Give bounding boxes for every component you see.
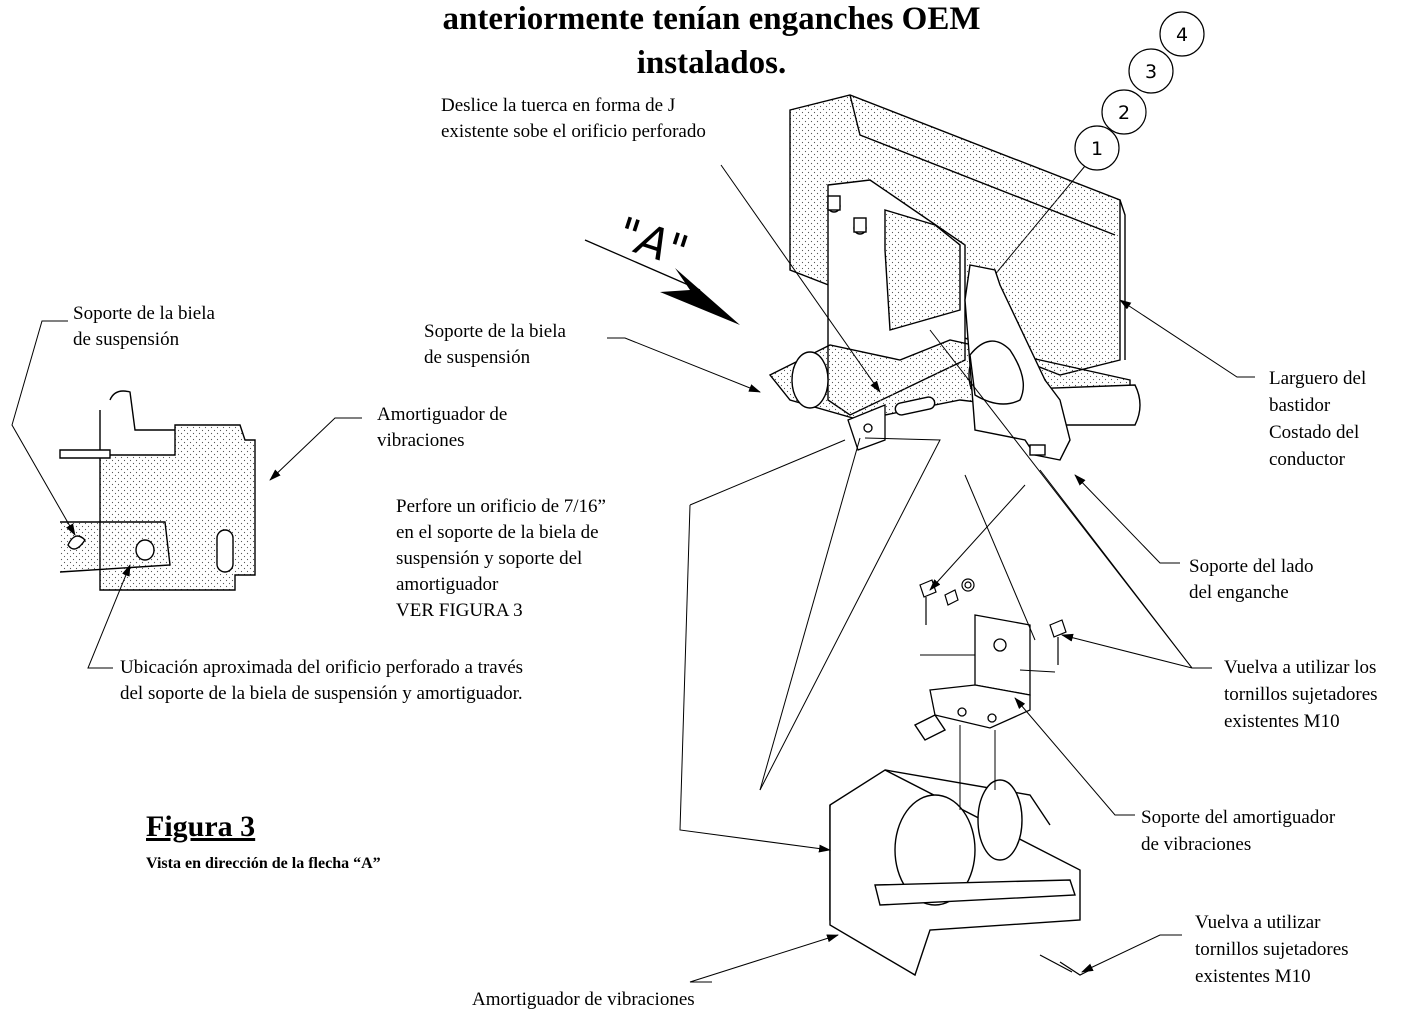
label-drill-hole-1: Perfore un orificio de 7/16” [396, 496, 606, 517]
label-frame-rail-4: conductor [1269, 449, 1345, 470]
label-frame-rail-1: Larguero del [1269, 368, 1367, 389]
label-frame-rail-3: Costado del [1269, 422, 1360, 443]
figure3-detail [59, 390, 256, 591]
label-frame-rail-2: bastidor [1269, 395, 1331, 416]
label-hanger-left-2: de suspensión [73, 329, 180, 350]
label-reuse-fasteners-2a: Vuelva a utilizar [1195, 912, 1321, 933]
label-damper-top-1: Amortiguador de [377, 404, 508, 425]
label-reuse-fasteners-2b: tornillos sujetadores [1195, 939, 1349, 960]
label-hitch-side-2: del enganche [1189, 582, 1289, 603]
label-approx-location-2: del soporte de la biela de suspensión y … [120, 683, 523, 704]
label-drill-hole-4: amortiguador [396, 574, 499, 595]
callout-circle-1 [1074, 125, 1120, 171]
label-hanger-left-1: Soporte de la biela [73, 303, 215, 324]
hitch-side-bracket-drawing [964, 264, 1071, 461]
label-reuse-fasteners-1b: tornillos sujetadores [1224, 684, 1378, 705]
label-reuse-fasteners-2c: existentes M10 [1195, 966, 1311, 987]
label-j-nut-1: Deslice la tuerca en forma de J [441, 95, 676, 116]
label-drill-hole-2: en el soporte de la biela de [396, 522, 599, 543]
view-arrow-shaft [584, 239, 701, 291]
frame-rail [789, 94, 1126, 376]
label-damper-bracket-2: de vibraciones [1141, 834, 1252, 855]
figure-heading: Figura 3 [146, 810, 256, 843]
view-arrow-label: "A" [611, 208, 694, 278]
label-hanger-mid-1: Soporte de la biela [424, 321, 566, 342]
callout-circle-3 [1128, 48, 1174, 94]
callout-number-2: 2 [1118, 102, 1130, 124]
label-hanger-mid-2: de suspensión [424, 347, 531, 368]
damper-bracket-drawing [929, 614, 1031, 729]
label-reuse-fasteners-1a: Vuelva a utilizar los [1224, 657, 1377, 678]
callout-circle-2 [1101, 89, 1147, 135]
label-drill-hole-5: VER FIGURA 3 [396, 600, 523, 621]
callout-number-1: 1 [1091, 138, 1103, 160]
label-damper-bracket-1: Soporte del amortiguador [1141, 807, 1336, 828]
label-damper-bottom: Amortiguador de vibraciones [472, 989, 695, 1010]
label-damper-top-2: vibraciones [377, 430, 465, 451]
view-arrow-head [660, 268, 740, 325]
page-title-line2: instalados. [636, 45, 787, 81]
label-j-nut-2: existente sobe el orificio perforado [441, 121, 706, 142]
label-reuse-fasteners-1c: existentes M10 [1224, 711, 1340, 732]
callout-number-4: 4 [1176, 24, 1188, 46]
callout-circle-4 [1159, 11, 1205, 57]
label-drill-hole-3: suspensión y soporte del [396, 548, 583, 569]
vibration-damper-drawing [829, 714, 1081, 977]
label-hitch-side-1: Soporte del lado [1189, 556, 1314, 577]
leader-lines [11, 164, 1255, 983]
label-approx-location-1: Ubicación aproximada del orificio perfor… [120, 657, 524, 678]
page-title-line1: anteriormente tenían enganches OEM [442, 1, 981, 37]
callout-circles [1074, 11, 1205, 171]
figure-caption: Vista en dirección de la flecha “A” [146, 855, 381, 872]
callout-number-3: 3 [1145, 61, 1157, 83]
